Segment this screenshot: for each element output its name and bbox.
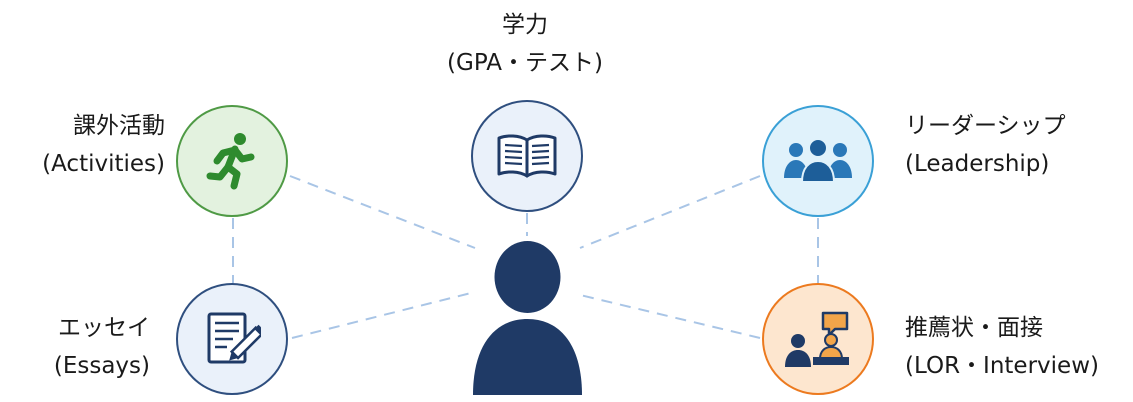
activities-subtitle: (Activities) (42, 151, 165, 177)
activities-node (176, 105, 288, 217)
interview-icon (785, 311, 849, 367)
person-silhouette-icon (473, 241, 582, 395)
lor-subtitle: (LOR・Interview) (905, 353, 1099, 379)
essays-title: エッセイ (58, 315, 150, 341)
link-essays-center (291, 291, 476, 339)
link-leadership-center (579, 175, 761, 249)
leadership-node (762, 105, 874, 217)
group-people-icon (784, 138, 852, 183)
essay-pen-icon (207, 312, 261, 364)
essays-node (176, 283, 288, 395)
lor-node (762, 283, 874, 395)
link-lor-center (579, 294, 761, 339)
academics-node (471, 100, 583, 212)
academics-title: 学力 (502, 12, 548, 38)
open-book-icon (497, 134, 557, 178)
leadership-title: リーダーシップ (905, 113, 1066, 139)
lor-title: 推薦状・面接 (905, 315, 1043, 341)
essays-label: エッセイ (Essays) (0, 309, 150, 385)
running-person-icon (206, 133, 255, 190)
leadership-subtitle: (Leadership) (905, 151, 1050, 177)
link-activities-center (289, 175, 476, 249)
leadership-label: リーダーシップ (Leadership) (905, 107, 1125, 183)
academics-label: 学力 (GPA・テスト) (420, 6, 630, 82)
activities-label: 課外活動 (Activities) (0, 107, 165, 183)
academics-subtitle: (GPA・テスト) (447, 50, 603, 76)
activities-title: 課外活動 (73, 113, 165, 139)
essays-subtitle: (Essays) (53, 353, 150, 379)
lor-label: 推薦状・面接 (LOR・Interview) (905, 309, 1133, 385)
student-figure (470, 235, 585, 395)
